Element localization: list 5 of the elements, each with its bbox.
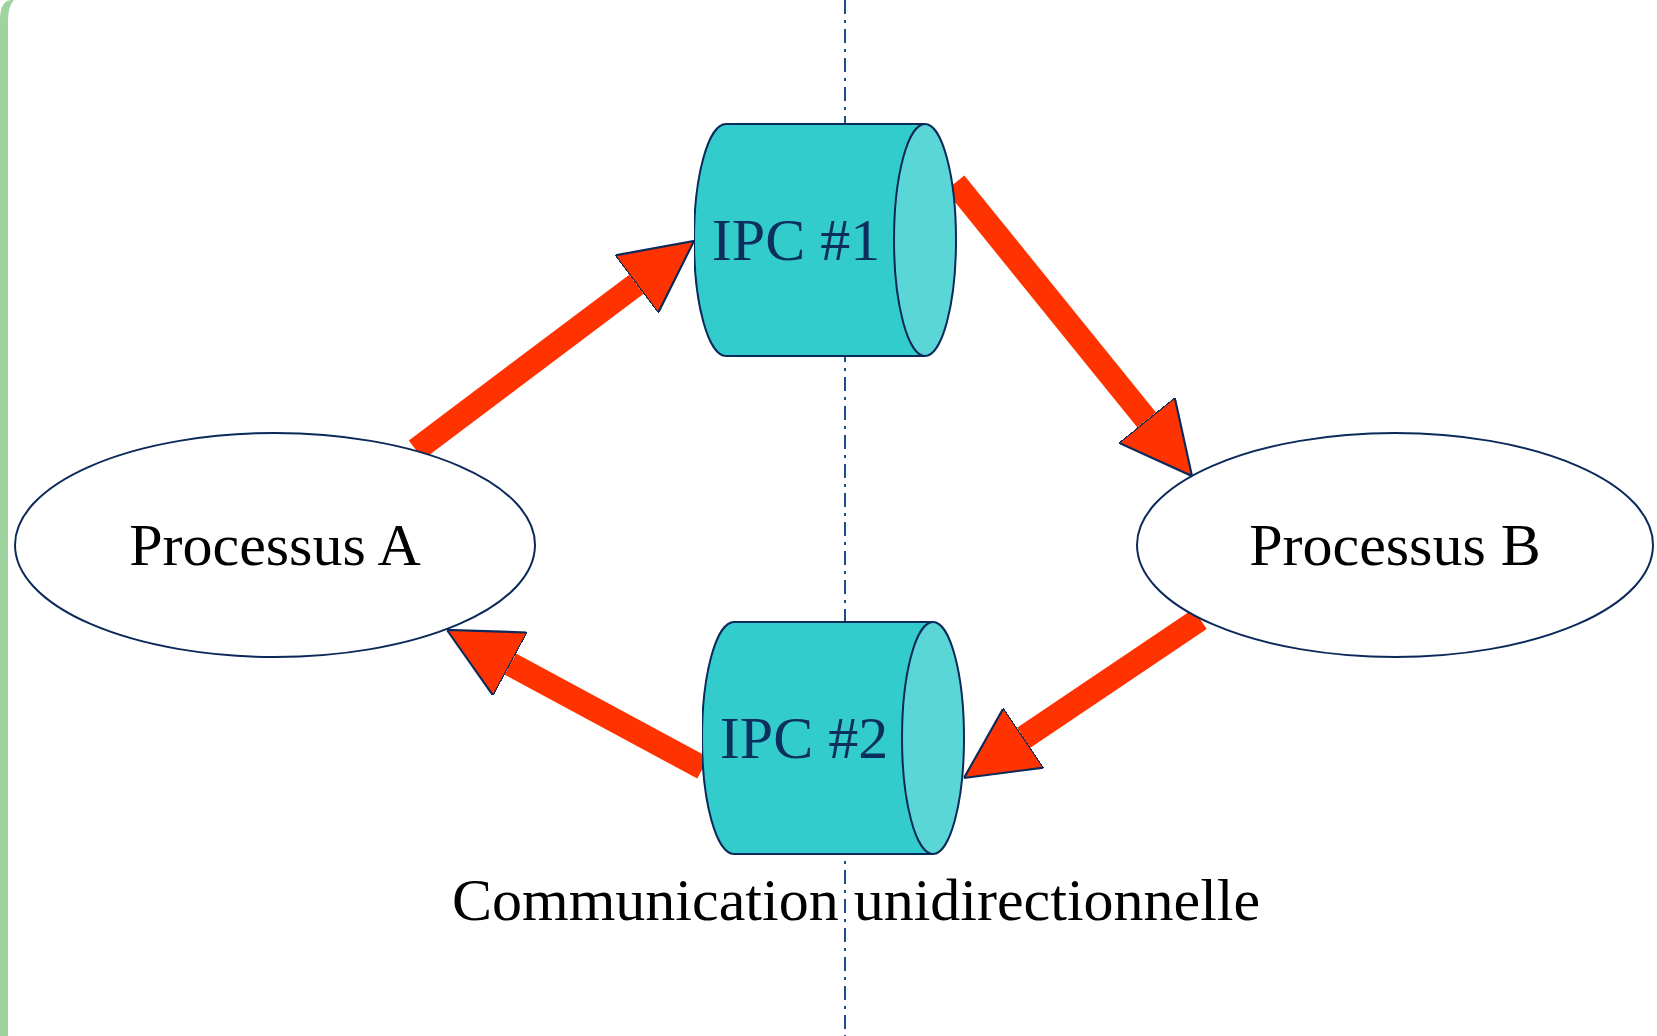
caption-text: Communication unidirectionnelle [452, 865, 1261, 935]
node-label: IPC #1 [711, 205, 881, 275]
node-label: Processus B [1249, 510, 1541, 580]
node-label: Processus A [129, 510, 421, 580]
node-label: IPC #2 [719, 703, 889, 773]
